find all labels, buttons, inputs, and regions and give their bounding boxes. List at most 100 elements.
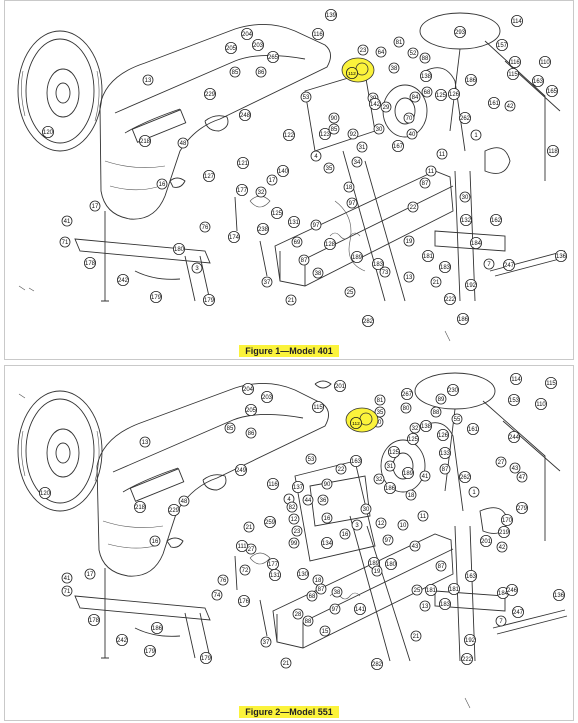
callout-52: 52: [407, 47, 419, 59]
callout-circle: [349, 455, 362, 468]
callout-29: 29: [380, 101, 392, 113]
callout-circle: [419, 420, 432, 433]
callout-47: 47: [516, 471, 528, 483]
callout-163: 163: [464, 569, 477, 582]
callout-number: 21: [246, 525, 253, 531]
callout-number: 76: [220, 578, 227, 584]
callout-170: 170: [500, 513, 513, 526]
callout-number: 116: [313, 32, 323, 38]
callout-circle: [483, 258, 495, 270]
callout-21: 21: [243, 521, 255, 533]
front-wheel: [17, 30, 103, 152]
highlighted-part: 112: [341, 57, 375, 83]
callout-circle: [321, 512, 333, 524]
callout-174: 174: [227, 230, 240, 243]
callout-123: 123: [318, 128, 331, 141]
callout-265: 265: [266, 51, 279, 64]
callout-36: 36: [317, 494, 329, 506]
callout-30: 30: [459, 191, 471, 203]
callout-number: 115: [313, 405, 323, 411]
callout-140: 140: [276, 164, 289, 177]
callout-40: 40: [406, 128, 418, 140]
callout-53: 53: [300, 91, 312, 103]
callout-number: 142: [370, 102, 381, 108]
callout-122: 122: [282, 128, 295, 141]
callout-87: 87: [439, 463, 451, 475]
callout-circle: [339, 528, 351, 540]
callout-number: 28: [295, 612, 302, 618]
callout-41: 41: [419, 470, 431, 482]
callout-81: 81: [393, 36, 405, 48]
callout-10: 10: [397, 519, 409, 531]
callout-128: 128: [323, 237, 336, 250]
callout-circle: [211, 589, 223, 601]
highlighted-part: 112: [345, 407, 379, 433]
callout-42: 42: [496, 541, 508, 553]
callout-number: 218: [140, 139, 151, 145]
callout-number: 125: [389, 450, 400, 456]
callout-99: 99: [288, 537, 300, 549]
callout-circle: [435, 393, 447, 405]
callout-circle: [317, 494, 329, 506]
callout-number: 282: [363, 319, 374, 325]
callout-circle: [464, 569, 477, 582]
callout-number: 130: [298, 572, 309, 578]
callout-circle: [400, 387, 413, 400]
callout-circle: [243, 521, 255, 533]
callout-circle: [335, 463, 347, 475]
callout-number: 88: [422, 56, 429, 62]
callout-192: 192: [463, 633, 476, 646]
callout-126: 126: [436, 429, 449, 442]
callout-circle: [419, 177, 431, 189]
callout-37: 37: [261, 276, 273, 288]
callout-115: 115: [311, 401, 324, 414]
callout-number: 13: [422, 604, 429, 610]
callout-circle: [424, 583, 437, 596]
callout-circle: [88, 613, 101, 626]
callout-number: 116: [268, 482, 278, 488]
callout-number: 87: [422, 181, 429, 187]
callout-162: 162: [489, 213, 502, 226]
callout-13: 13: [142, 74, 154, 86]
callout-30: 30: [360, 503, 372, 515]
callout-circle: [236, 156, 249, 169]
callout-number: 248: [240, 113, 251, 119]
callout-157: 157: [495, 39, 508, 52]
callout-number: 70: [406, 116, 413, 122]
callout-number: 178: [85, 261, 96, 267]
callout-circle: [300, 91, 312, 103]
callout-163: 163: [349, 455, 362, 468]
callout-230: 230: [446, 383, 459, 396]
callout-number: 73: [382, 270, 389, 276]
callout-number: 174: [229, 235, 240, 241]
callout-number: 12: [378, 521, 385, 527]
callout-97: 97: [310, 219, 322, 231]
callout-7: 7: [483, 258, 495, 270]
callout-circle: [357, 44, 369, 56]
callout-circle: [292, 608, 304, 620]
callout-circle: [397, 519, 409, 531]
callout-number: 131: [289, 220, 300, 226]
callout-181: 181: [424, 583, 437, 596]
callout-circle: [133, 500, 146, 513]
callout-circle: [296, 567, 309, 580]
callout-number: 125: [436, 93, 447, 99]
callout-141: 141: [353, 602, 366, 615]
callout-222: 222: [460, 652, 473, 665]
callout-34: 34: [351, 156, 363, 168]
callout-circle: [156, 178, 168, 190]
callout-189: 189: [401, 467, 414, 480]
callout-circle: [464, 74, 477, 87]
callout-87: 87: [419, 177, 431, 189]
callout-circle: [546, 85, 559, 98]
callout-153: 153: [507, 393, 520, 406]
callout-138: 138: [419, 70, 432, 83]
callout-circle: [302, 615, 314, 627]
callout-circle: [138, 134, 151, 147]
callout-circle: [368, 98, 381, 111]
chassis: [272, 460, 568, 662]
callout-number: 267: [402, 392, 413, 398]
callout-number: 110: [540, 60, 550, 66]
